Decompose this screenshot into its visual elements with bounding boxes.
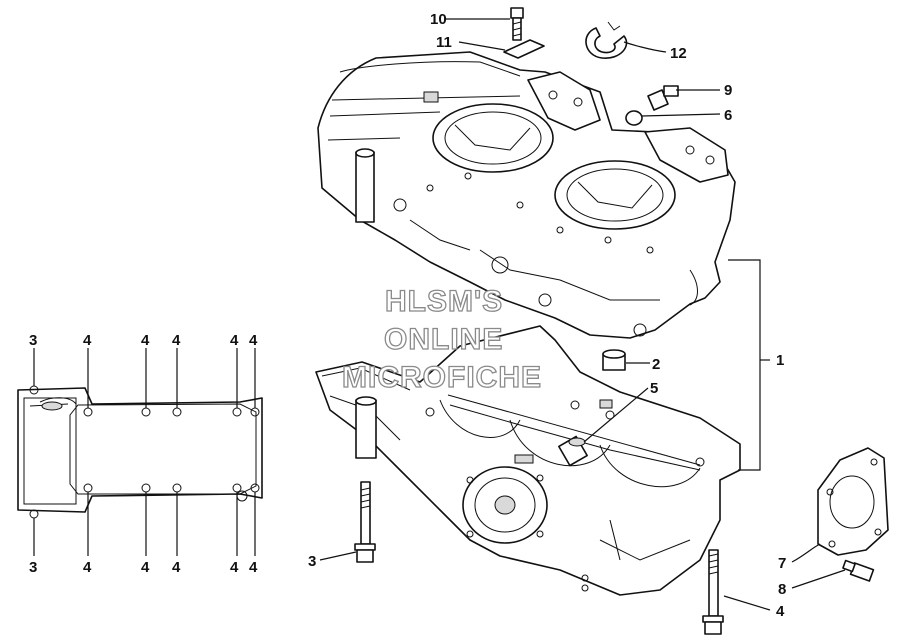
dowel-part-2	[602, 349, 626, 371]
callout-3: 3	[308, 553, 316, 570]
callout-7: 7	[778, 555, 786, 572]
callout-left-bottom-6: 4	[249, 559, 258, 576]
left-bottom-callouts: 3 4 4 4 4 4	[29, 559, 258, 576]
upper-crankcase	[317, 51, 736, 339]
callout-left-bottom-1: 3	[29, 559, 37, 576]
fitting-part-9	[647, 85, 679, 111]
bolt-pattern-schematic	[17, 348, 263, 556]
clamp-part-12	[585, 21, 628, 59]
callout-left-bottom-4: 4	[172, 559, 181, 576]
left-top-callouts: 3 4 4 4 4 4	[29, 332, 258, 349]
main-callouts: 10 11 12 9 6 2 5 1 3 4 7 8	[308, 11, 786, 620]
callout-11: 11	[436, 34, 452, 51]
callout-4: 4	[776, 603, 785, 620]
callout-left-top-5: 4	[230, 332, 239, 349]
callout-2: 2	[652, 356, 660, 373]
watermark: HLSM'S ONLINE MICROFICHE	[341, 284, 542, 394]
callout-left-top-1: 3	[29, 332, 37, 349]
callout-5: 5	[650, 380, 658, 397]
watermark-line-3: MICROFICHE	[342, 361, 542, 394]
callout-12: 12	[670, 45, 687, 62]
callout-left-bottom-3: 4	[141, 559, 150, 576]
callout-8: 8	[778, 581, 786, 598]
bolt-part-3	[354, 481, 376, 563]
callout-left-bottom-5: 4	[230, 559, 239, 576]
lower-crankcase	[315, 325, 741, 596]
callout-9: 9	[724, 82, 732, 99]
callout-left-top-4: 4	[172, 332, 181, 349]
callout-6: 6	[724, 107, 732, 124]
washer-part-6	[625, 110, 643, 126]
callout-left-bottom-2: 4	[83, 559, 92, 576]
dowel-part-5	[558, 435, 588, 467]
callout-left-top-3: 4	[141, 332, 150, 349]
callout-left-top-2: 4	[83, 332, 92, 349]
callout-left-top-6: 4	[249, 332, 258, 349]
bolt-part-10	[510, 7, 524, 41]
watermark-line-2: ONLINE	[384, 323, 503, 356]
bolt-part-4	[702, 549, 724, 635]
watermark-line-1: HLSM'S	[385, 285, 503, 318]
screw-part-8	[842, 559, 875, 582]
leader-lines	[319, 18, 846, 611]
callout-1: 1	[776, 352, 784, 369]
gasket-part-7	[817, 447, 889, 556]
callout-10: 10	[430, 11, 447, 28]
plate-part-11	[503, 39, 545, 59]
